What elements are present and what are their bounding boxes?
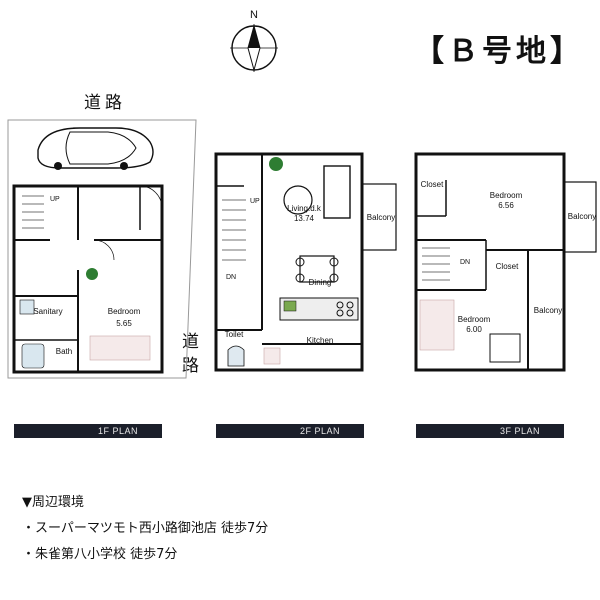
label-1f-sanitary: Sanitary (33, 307, 62, 316)
plan-bar-1f: 1F PLAN (14, 424, 162, 438)
label-3f-bedroom-1-size: 6.56 (498, 201, 514, 210)
compass-north-label: N (250, 9, 258, 21)
environment-item: ・スーパーマツモト西小路御池店 徒歩7分 (22, 521, 269, 536)
environment-item: ・朱雀第八小学校 徒歩7分 (22, 547, 178, 562)
label-1f-bedroom-size: 5.65 (116, 319, 132, 328)
plan-bar-2f: 2F PLAN (216, 424, 364, 438)
label-3f-bedroom-1: Bedroom (490, 191, 523, 200)
plant-icon (86, 268, 98, 280)
plan-bar-3f: 3F PLAN (416, 424, 564, 438)
floor-plan-1f: UP Sanitary Bath Bedroom 5.65 (7, 119, 197, 379)
road-label-top: 道路 (84, 93, 126, 113)
floor-plan-2f: UP DN Living.d.k 13.74 Dining Kitchen To… (214, 152, 397, 372)
label-3f-bedroom-2-size: 6.00 (466, 325, 482, 334)
label-2f-living-size: 13.74 (294, 214, 315, 223)
label-3f-balcony-1: Balcony (568, 212, 596, 221)
label-1f-bath: Bath (56, 347, 72, 356)
label-2f-living: Living.d.k (287, 204, 322, 213)
environment-section: ▼周辺環境 ・スーパーマツモト西小路御池店 徒歩7分 ・朱雀第八小学校 徒歩7分 (22, 490, 268, 568)
label-3f-balcony-2: Balcony (534, 306, 562, 315)
label-2f-balcony: Balcony (367, 213, 395, 222)
environment-heading: ▼周辺環境 (22, 495, 84, 510)
label-2f-up: UP (250, 198, 260, 205)
label-3f-bedroom-2: Bedroom (458, 315, 491, 324)
label-1f-bedroom: Bedroom (108, 307, 141, 316)
label-1f-up: UP (50, 196, 60, 203)
lot-title: 【Ｂ号地】 (414, 34, 584, 69)
label-2f-dining: Dining (309, 278, 332, 287)
floor-plans: UP Sanitary Bath Bedroom 5.65 (7, 119, 597, 379)
plant-icon (269, 157, 283, 171)
label-2f-dn: DN (226, 274, 236, 281)
label-2f-kitchen: Kitchen (307, 336, 334, 345)
compass-icon: N (230, 9, 278, 72)
floor-plan-3f: Closet Bedroom 6.56 Balcony DN Closet Be… (414, 152, 597, 372)
label-3f-dn: DN (460, 259, 470, 266)
label-3f-closet-1: Closet (421, 180, 444, 189)
car-icon (37, 127, 154, 170)
label-2f-toilet: Toilet (225, 330, 244, 339)
label-3f-closet-2: Closet (496, 262, 519, 271)
